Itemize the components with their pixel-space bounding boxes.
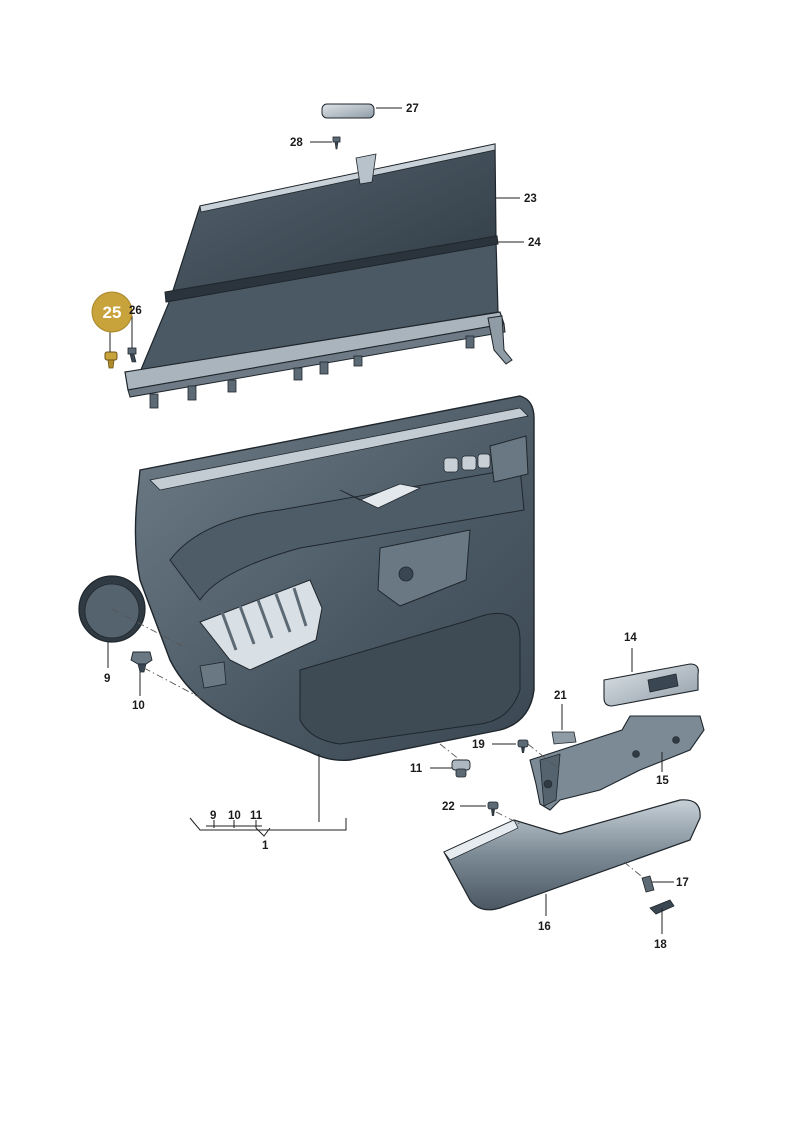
callout-16: 16 [538,921,551,933]
armrest-part-16 [443,799,701,911]
grip-part-27 [321,103,375,119]
highlight-badge-25: 25 [91,291,133,333]
clip-part-11 [451,759,471,778]
callout-17: 17 [676,877,689,889]
callout-19: 19 [472,739,485,751]
callout-28: 28 [290,137,303,149]
bracket-part-15 [529,715,705,811]
callout-10: 10 [132,700,145,712]
callout-1: 1 [262,840,269,852]
callout-24: 24 [528,237,541,249]
badge-25-label: 25 [103,303,122,322]
group-callout-11: 11 [250,810,263,822]
door-trim-panel-part-1 [134,395,535,762]
callout-18: 18 [654,939,667,951]
screw-part-25-highlighted [104,351,118,369]
pull-bar-part-24 [164,235,499,303]
callout-26: 26 [129,305,142,317]
group-callout-10: 10 [228,810,241,822]
callout-15: 15 [656,775,669,787]
screw-part-22 [487,801,499,816]
sun-blind-part-23 [139,143,499,373]
clip-part-10 [130,651,153,673]
callout-9: 9 [104,673,110,685]
screw-part-26 [127,347,137,363]
callout-labels: 27 28 23 24 26 9 10 11 14 15 21 19 22 16… [104,103,689,951]
cap-part-18 [649,899,675,915]
callout-27: 27 [406,103,419,115]
clip-part-21 [551,731,577,745]
callout-14: 14 [624,632,637,644]
screw-part-28 [332,136,341,150]
group-callout-9: 9 [210,810,216,822]
switch-bezel-part-14 [603,663,699,707]
screw-part-19 [517,739,529,753]
callout-23: 23 [524,193,537,205]
callout-22: 22 [442,801,455,813]
callout-11: 11 [410,763,423,775]
screw-part-17 [641,875,655,893]
roller-housing [124,311,513,409]
leader-lines [107,107,674,934]
callout-21: 21 [554,690,567,702]
